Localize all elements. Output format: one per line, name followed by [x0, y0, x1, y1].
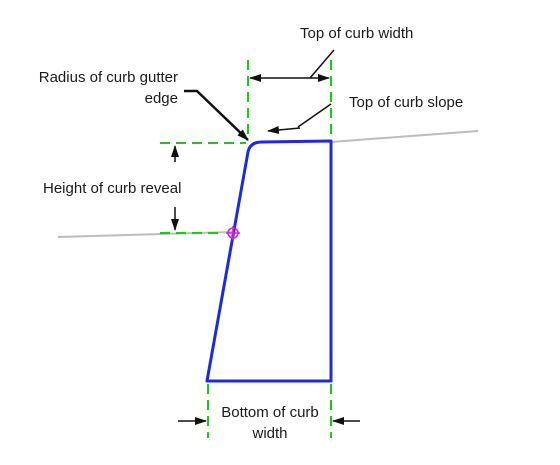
top-width-leader [309, 49, 335, 79]
label-top-of-curb-width: Top of curb width [300, 25, 413, 42]
curb-outline [205, 139, 333, 383]
label-height-of-curb-reveal: Height of curb reveal [43, 180, 181, 197]
slope-arrow [267, 125, 301, 134]
crosshair-circle-icon[interactable] [226, 226, 240, 240]
slope-leader [297, 103, 332, 128]
label-bottom-line2: width [251, 425, 287, 442]
label-radius-line1: Radius of curb gutter [39, 69, 178, 86]
ground-line-right [330, 130, 479, 143]
guide-lines [160, 60, 332, 438]
label-bottom-line1: Bottom of curb [221, 404, 319, 421]
radius-leader-arrow [184, 89, 249, 141]
ground-line-left [57, 231, 233, 238]
label-radius-line2: edge [145, 90, 178, 107]
label-top-of-curb-slope: Top of curb slope [349, 94, 463, 111]
